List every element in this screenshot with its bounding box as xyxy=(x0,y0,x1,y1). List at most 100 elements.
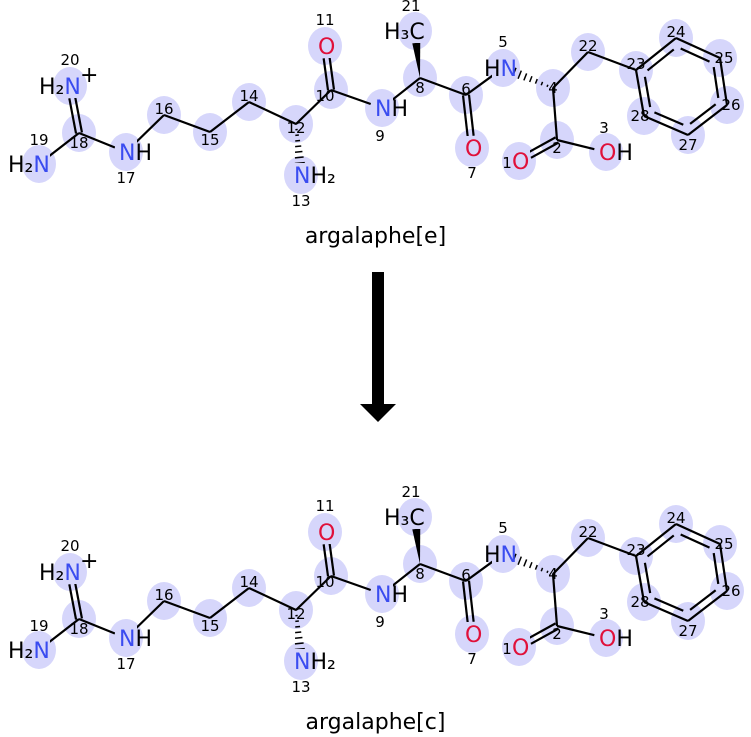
bond-17-18 xyxy=(78,131,116,149)
bond-4-22 xyxy=(552,51,589,89)
atom-index: 4 xyxy=(548,565,558,583)
bond-12-14 xyxy=(248,587,297,611)
bond-10-11 xyxy=(322,543,336,577)
atom-index: 1 xyxy=(502,640,512,658)
atom-label-3: OH xyxy=(599,141,633,166)
atom-index: 20 xyxy=(60,537,79,555)
atom-label-7: O xyxy=(465,623,482,648)
atom-label-17: NH xyxy=(119,141,152,166)
atom-index: 4 xyxy=(548,79,558,97)
atom-index: 9 xyxy=(375,613,385,631)
bond-22-23 xyxy=(587,50,637,72)
atom-index: 3 xyxy=(599,119,609,137)
atom-index: 7 xyxy=(467,164,477,182)
atom-index: 2 xyxy=(552,139,562,157)
bond-14-15 xyxy=(209,587,250,619)
atom-index: 15 xyxy=(200,131,219,149)
atom-label-17: NH xyxy=(119,627,152,652)
down-arrow-icon xyxy=(360,272,396,422)
bond-25-26 xyxy=(712,543,729,592)
bond-8-9 xyxy=(390,77,421,102)
bond-23-24 xyxy=(635,523,677,558)
atom-index: 19 xyxy=(29,617,48,635)
bond-14-15 xyxy=(209,101,250,133)
bond-6-8 xyxy=(419,562,467,583)
bond-24-25 xyxy=(675,36,721,63)
atom-index: 22 xyxy=(578,37,597,55)
atom-index: 12 xyxy=(286,119,305,137)
bond-9-10 xyxy=(330,574,372,592)
bond-9-10 xyxy=(330,88,372,106)
molecule-name-argalaphe-c: argalaphe[c] xyxy=(305,710,446,735)
atom-label-20: H₂N xyxy=(39,561,81,586)
atom-index: 6 xyxy=(461,80,471,98)
atom-index: 10 xyxy=(315,573,334,591)
atom-index: 17 xyxy=(116,169,135,187)
atom-label-9: NH xyxy=(375,583,408,608)
bond-27-28 xyxy=(643,597,689,623)
atom-index: 15 xyxy=(200,617,219,635)
atom-index: 16 xyxy=(154,100,173,118)
bond-1-2 xyxy=(527,622,559,645)
atom-label-21: H₃C xyxy=(384,506,425,531)
atom-index: 18 xyxy=(69,134,88,152)
charge-label: + xyxy=(80,549,98,574)
atom-index: 27 xyxy=(678,136,697,154)
bond-18-20 xyxy=(68,97,84,134)
atom-index: 28 xyxy=(630,107,649,125)
bond-28-23 xyxy=(634,555,652,603)
atom-index: 26 xyxy=(721,582,740,600)
bond-26-27 xyxy=(687,103,728,136)
atom-label-11: O xyxy=(318,521,335,546)
atom-index: 8 xyxy=(415,79,425,97)
atom-index: 28 xyxy=(630,593,649,611)
atom-label-9: NH xyxy=(375,97,408,122)
atom-index: 2 xyxy=(552,625,562,643)
atom-index: 24 xyxy=(666,23,685,41)
atom-index: 7 xyxy=(467,650,477,668)
bond-18-19 xyxy=(47,618,80,644)
atom-label-21: H₃C xyxy=(384,20,425,45)
bond-18-20 xyxy=(68,583,84,620)
atom-index: 10 xyxy=(315,87,334,105)
bond-5-6 xyxy=(465,74,494,96)
atom-index: 18 xyxy=(69,620,88,638)
atom-index: 12 xyxy=(286,605,305,623)
charge-label: + xyxy=(80,63,98,88)
bond-16-17 xyxy=(133,600,165,631)
atom-index: 26 xyxy=(721,96,740,114)
atom-index: 25 xyxy=(714,49,733,67)
atom-index: 22 xyxy=(578,523,597,541)
atom-index: 21 xyxy=(401,483,420,501)
atom-label-19: H₂N xyxy=(8,639,50,664)
bond-15-16 xyxy=(163,599,211,620)
bond-8-21 xyxy=(412,42,421,78)
atom-index: 11 xyxy=(315,11,334,29)
atom-label-7: O xyxy=(465,137,482,162)
bond-16-17 xyxy=(133,114,165,145)
bond-15-16 xyxy=(163,113,211,134)
bond-17-18 xyxy=(78,617,116,635)
bond-10-11 xyxy=(322,57,336,91)
bond-26-27 xyxy=(687,589,728,622)
atom-label-19: H₂N xyxy=(8,153,50,178)
bond-24-25 xyxy=(675,522,721,549)
atom-label-13: NH₂ xyxy=(294,650,336,675)
atom-index: 17 xyxy=(116,655,135,673)
atom-label-20: H₂N xyxy=(39,75,81,100)
molecule-name-argalaphe-e: argalaphe[e] xyxy=(304,224,447,249)
bond-4-5 xyxy=(511,67,554,89)
atom-index: 1 xyxy=(502,154,512,172)
bond-2-3 xyxy=(556,624,595,637)
atom-label-1: O xyxy=(512,636,529,661)
atom-index: 13 xyxy=(291,678,310,696)
bond-8-21 xyxy=(412,528,421,564)
bond-1-2 xyxy=(527,136,559,159)
atom-label-1: O xyxy=(512,150,529,175)
atom-index: 21 xyxy=(401,0,420,15)
atom-index: 24 xyxy=(666,509,685,527)
atom-index: 5 xyxy=(498,33,508,51)
